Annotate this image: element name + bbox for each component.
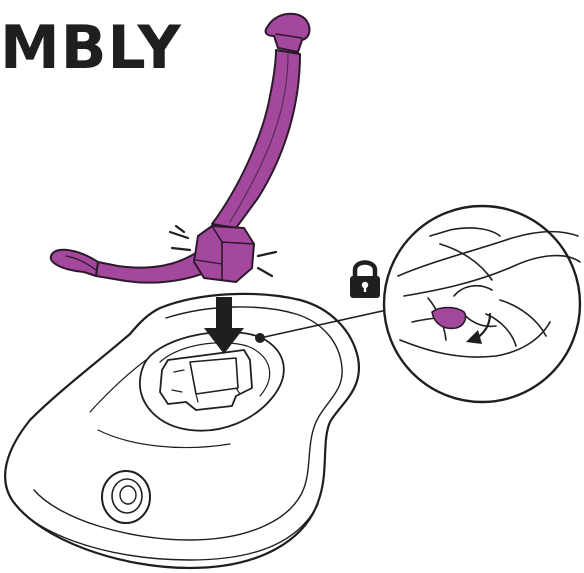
detail-inset — [384, 206, 580, 402]
lock-icon — [350, 263, 380, 299]
purple-arm — [51, 14, 310, 283]
down-arrow-icon — [204, 297, 244, 354]
base-unit — [5, 294, 359, 568]
